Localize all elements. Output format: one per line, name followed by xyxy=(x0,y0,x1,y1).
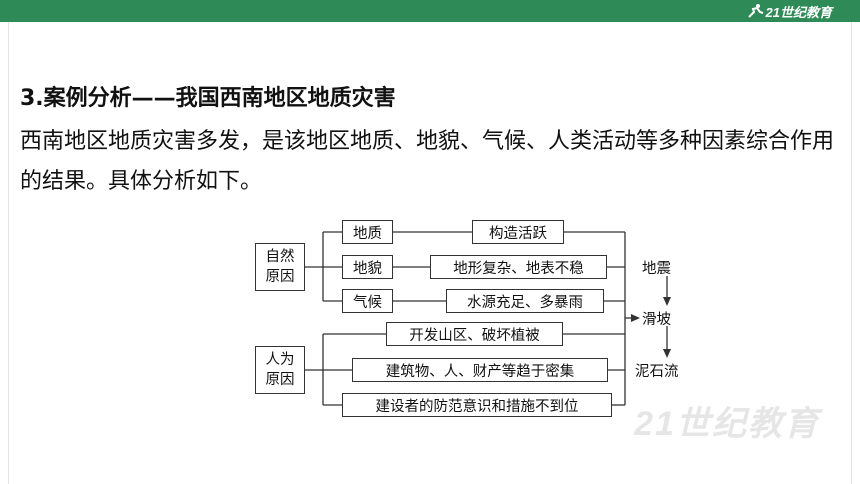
detail-rainfall: 水源充足、多暴雨 xyxy=(446,289,604,313)
detail-tectonics: 构造活跃 xyxy=(472,220,564,244)
human-detail-awareness: 建设者的防范意识和措施不到位 xyxy=(342,393,612,417)
factor-geology: 地质 xyxy=(342,220,393,244)
disaster-landslide: 滑坡 xyxy=(642,312,671,328)
factor-landform: 地貌 xyxy=(342,255,393,279)
disaster-earthquake: 地震 xyxy=(642,261,671,277)
human-causes-line1: 人为 xyxy=(265,352,295,368)
brand-logo: 21世纪教育 xyxy=(746,2,832,20)
disaster-mudflow: 泥石流 xyxy=(635,364,679,380)
slide-paragraph: 西南地区地质灾害多发，是该地区地质、地貌、气候、人类活动等多种因素综合作用的结果… xyxy=(20,129,835,194)
top-bar: 21世纪教育 xyxy=(0,0,860,22)
natural-causes-line2: 原因 xyxy=(265,269,295,285)
connector-lines xyxy=(305,231,671,406)
human-detail-development: 开发山区、破坏植被 xyxy=(386,322,563,346)
natural-causes-line1: 自然 xyxy=(265,249,295,265)
human-causes-line2: 原因 xyxy=(265,372,295,388)
watermark: 21世纪教育 xyxy=(634,405,820,443)
detail-terrain: 地形复杂、地表不稳 xyxy=(430,255,607,279)
human-detail-density: 建筑物、人、财产等趋于密集 xyxy=(352,358,608,382)
right-border xyxy=(851,22,852,484)
runner-icon xyxy=(747,4,763,18)
left-border xyxy=(8,22,9,484)
human-causes-box: 人为 原因 xyxy=(255,346,305,394)
slide-title: 3.案例分析——我国西南地区地质灾害 xyxy=(20,86,396,111)
factor-climate: 气候 xyxy=(342,289,393,313)
natural-causes-box: 自然 原因 xyxy=(255,243,305,291)
brand-name: 21世纪教育 xyxy=(765,4,832,20)
